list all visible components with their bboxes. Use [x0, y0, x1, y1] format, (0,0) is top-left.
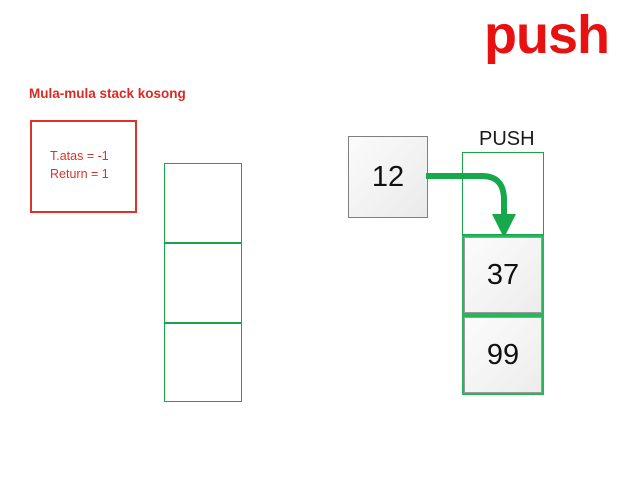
info-line-return: Return = 1	[50, 167, 109, 182]
empty-stack	[164, 163, 242, 402]
target-stack-cell-top	[462, 152, 544, 235]
info-line-t-atas: T.atas = -1	[50, 149, 109, 163]
push-label: PUSH	[479, 128, 535, 150]
caption-label: Mula-mula stack kosong	[29, 86, 186, 101]
target-stack-cell-37: 37	[462, 235, 544, 315]
push-arrow-icon	[426, 173, 516, 238]
empty-stack-cell-0	[164, 163, 242, 243]
empty-stack-cell-2	[164, 323, 242, 402]
incoming-value-box: 12	[348, 136, 428, 218]
target-stack: 37 99	[462, 152, 544, 395]
empty-stack-cell-1	[164, 243, 242, 323]
target-stack-cell-99: 99	[462, 315, 544, 395]
info-box-text: T.atas = -1 Return = 1	[50, 147, 109, 183]
info-box	[30, 120, 137, 213]
page-title: push	[484, 5, 610, 65]
